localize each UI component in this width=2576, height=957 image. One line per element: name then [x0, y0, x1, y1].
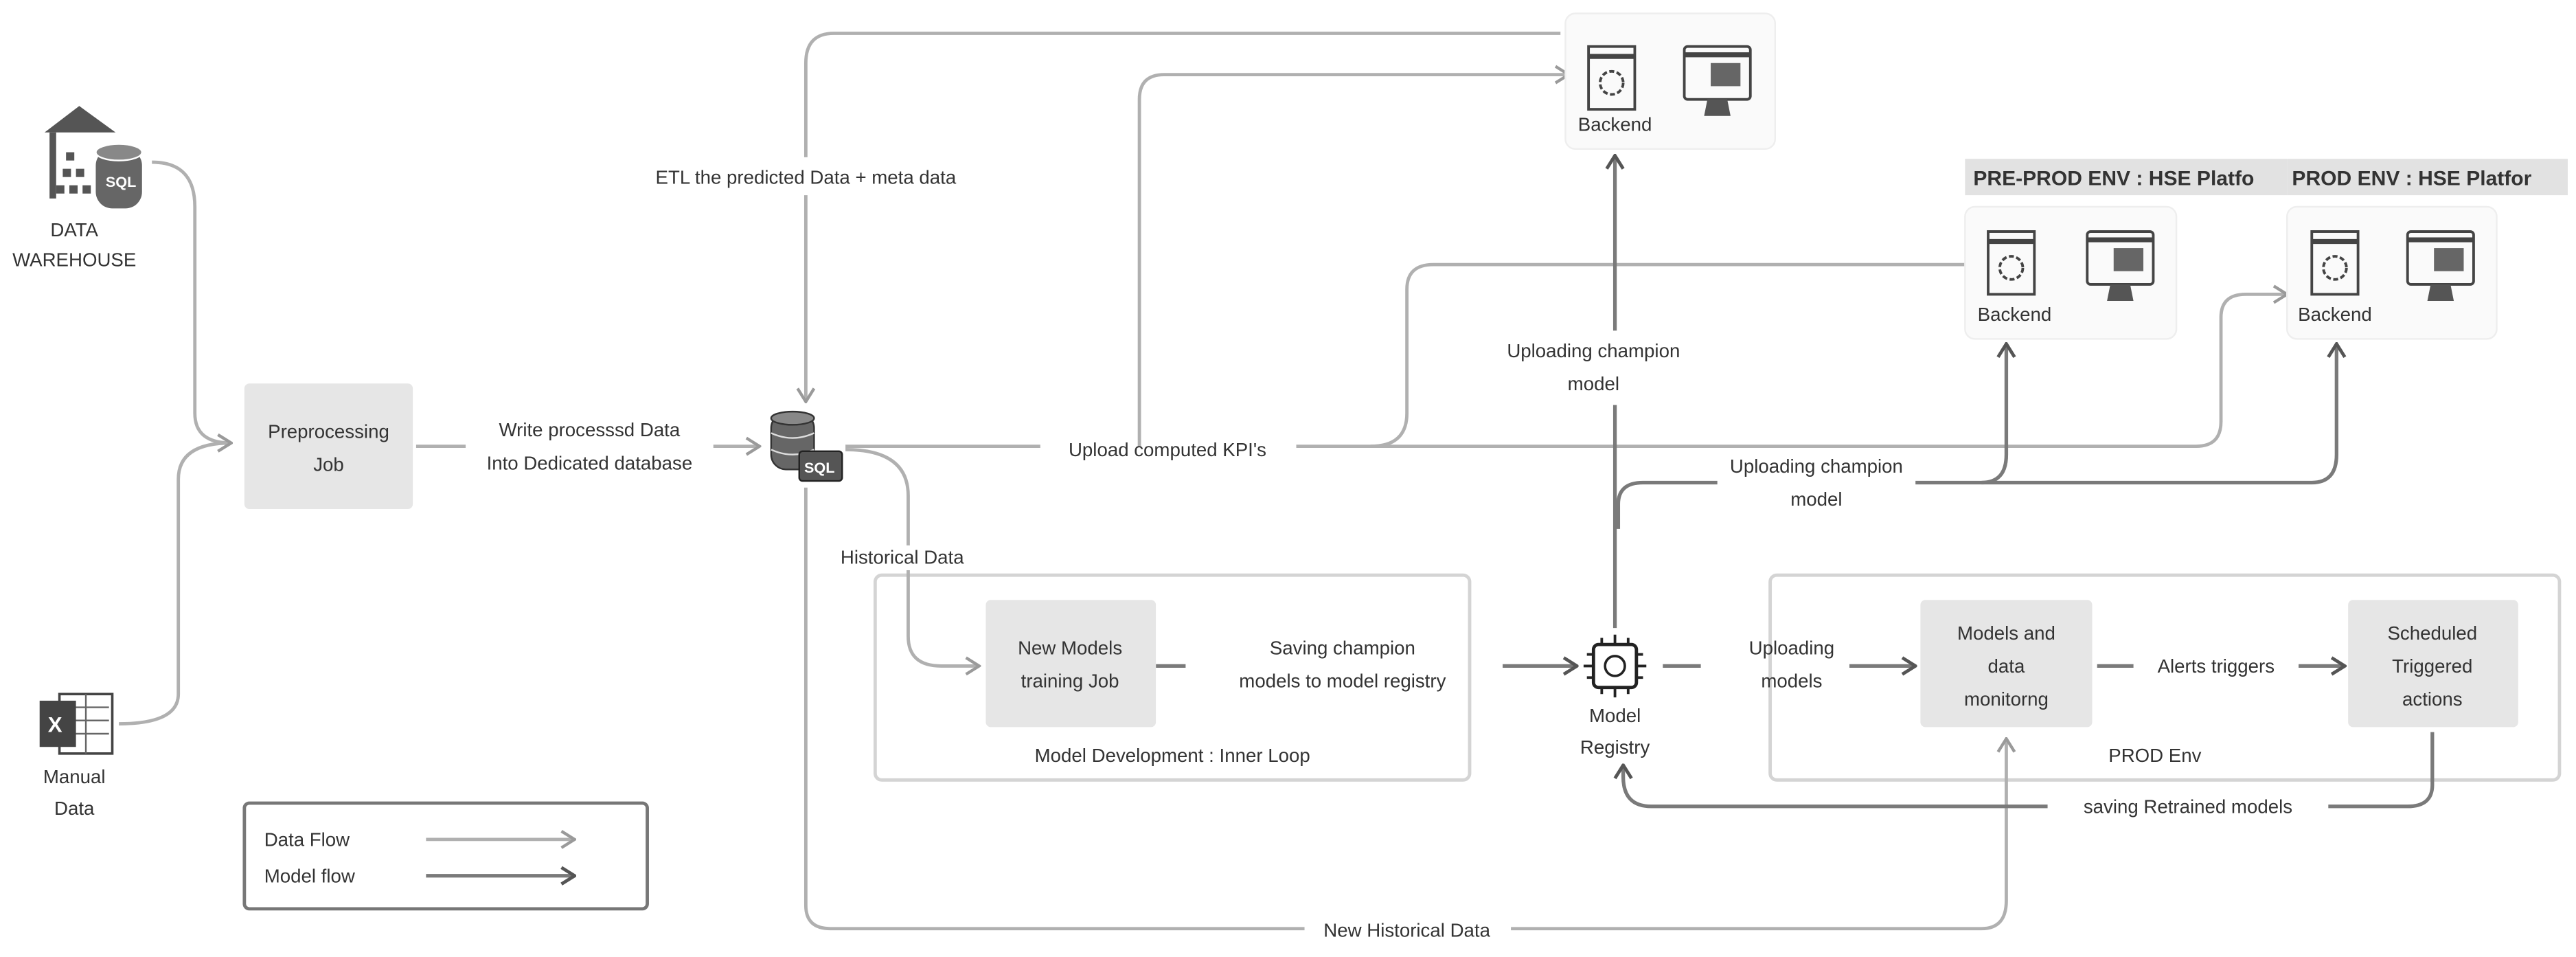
- scheduled-actions-box[interactable]: Scheduled Triggered actions: [2348, 600, 2518, 728]
- preprocessing-label: Preprocessing: [268, 421, 389, 442]
- etl-label: ETL the predicted Data + meta data: [656, 166, 957, 188]
- preprocessing-job-box[interactable]: Preprocessing Job: [244, 383, 413, 509]
- saving-champion-label: Saving champion: [1270, 638, 1415, 659]
- web-monitor-icon: [1683, 45, 1752, 116]
- legend-model-flow: Model flow: [264, 865, 356, 886]
- monitoring-label: Models and: [1957, 622, 2055, 644]
- uploading-models-label: Uploading: [1749, 638, 1834, 659]
- db-sql-badge: SQL: [804, 459, 834, 476]
- data-warehouse-sql-icon: SQL: [44, 106, 143, 209]
- write-data-label-2: Into Dedicated database: [487, 452, 693, 473]
- manual-data-label: Manual: [43, 766, 106, 787]
- legend: Data Flow Model flow: [242, 801, 649, 911]
- preprod-header-text: PRE-PROD ENV : HSE Platfo: [1973, 168, 2254, 190]
- model-flow-connectors: [1156, 155, 2435, 809]
- saving-champion-label-2: models to model registry: [1239, 671, 1446, 692]
- web-monitor-icon: [2406, 230, 2475, 302]
- backend-gear-icon: [1987, 230, 2036, 296]
- prod-env-title: PROD Env: [2108, 745, 2201, 766]
- backend-gear-icon: [2310, 230, 2360, 296]
- backend-label: Backend: [2298, 304, 2372, 325]
- saving-retrained-label: saving Retrained models: [2084, 796, 2292, 817]
- upload-kpi-label: Upload computed KPI's: [1069, 439, 1266, 460]
- preprod-env-header: PRE-PROD ENV : HSE Platfo: [1965, 159, 2288, 196]
- registry-label: Model: [1589, 705, 1641, 726]
- sql-database-icon[interactable]: SQL: [770, 410, 843, 482]
- write-data-label: Write processsd Data: [499, 419, 681, 440]
- backend-label: Backend: [1978, 304, 2052, 325]
- warehouse-label-2: WAREHOUSE: [12, 249, 136, 271]
- historical-data-label: Historical Data: [841, 546, 964, 567]
- web-monitor-icon: [2086, 230, 2155, 302]
- inner-loop-title: Model Development : Inner Loop: [1035, 745, 1310, 766]
- backend-gear-icon: [1587, 45, 1637, 111]
- registry-label-2: Registry: [1580, 736, 1650, 758]
- upload-champion-label-b: Uploading champion: [1730, 455, 1903, 477]
- backend-top-card[interactable]: Backend: [1564, 12, 1777, 150]
- training-job-label-2: training Job: [1021, 671, 1119, 692]
- preprod-backend-card[interactable]: Backend: [1964, 205, 2178, 340]
- upload-champion-label: Uploading champion: [1507, 340, 1680, 361]
- warehouse-label: DATA: [50, 219, 98, 240]
- alerts-triggers-label: Alerts triggers: [2158, 655, 2275, 677]
- prod-env-header: PROD ENV : HSE Platfor: [2287, 159, 2568, 196]
- prod-header-text: PROD ENV : HSE Platfor: [2292, 168, 2531, 190]
- prod-backend-card[interactable]: Backend: [2286, 205, 2498, 340]
- preprocessing-label-2: Job: [313, 454, 344, 475]
- monitoring-label-3: monitorng: [1964, 688, 2049, 710]
- upload-champion-label-2: model: [1568, 373, 1619, 394]
- monitoring-label-2: data: [1988, 655, 2025, 677]
- backend-label: Backend: [1578, 113, 1652, 135]
- excel-badge: X: [48, 713, 62, 737]
- sql-badge: SQL: [106, 173, 136, 190]
- actions-label: Scheduled: [2387, 622, 2477, 644]
- data-flow-connectors: [119, 32, 2287, 931]
- actions-label-3: actions: [2402, 688, 2463, 710]
- upload-champion-label-b-2: model: [1790, 488, 1842, 510]
- training-job-label: New Models: [1018, 638, 1122, 659]
- new-historical-data-label: New Historical Data: [1323, 920, 1490, 941]
- excel-file-icon: X: [39, 693, 114, 755]
- actions-label-2: Triggered: [2392, 655, 2472, 677]
- model-registry-chip-icon[interactable]: [1583, 634, 1647, 698]
- legend-data-flow: Data Flow: [264, 829, 350, 850]
- monitoring-box[interactable]: Models and data monitorng: [1920, 600, 2093, 728]
- manual-data-label-2: Data: [54, 798, 95, 819]
- uploading-models-label-2: models: [1761, 671, 1822, 692]
- new-models-training-job-box[interactable]: New Models training Job: [985, 600, 1156, 728]
